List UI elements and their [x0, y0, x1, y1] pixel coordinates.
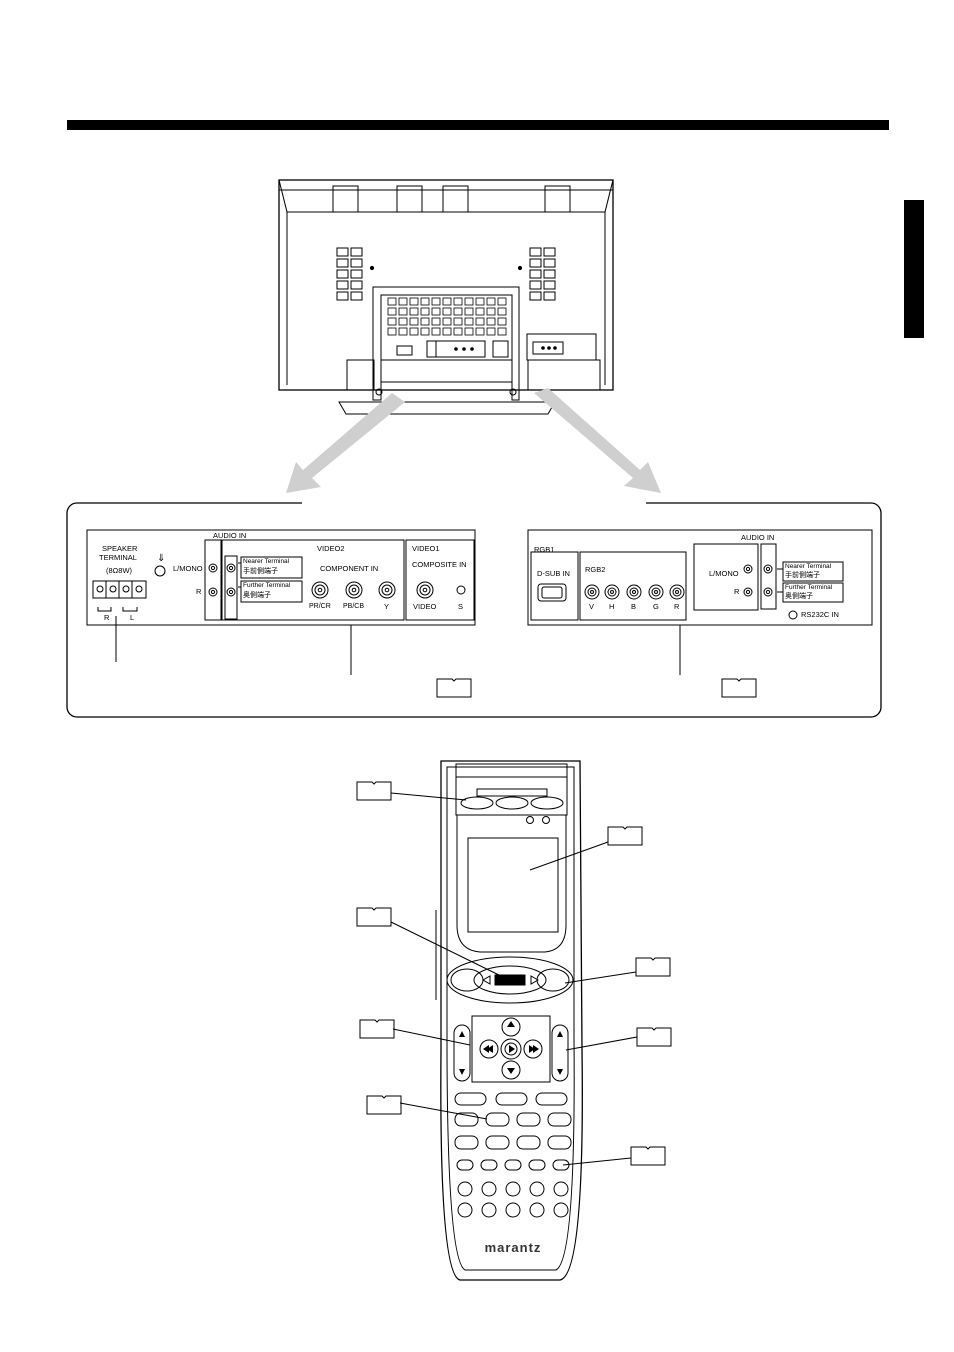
nearer-terminal-en-right: Nearer Terminal [785, 563, 832, 570]
nearer-terminal-jp: 手前側端子 [243, 568, 278, 575]
lmono-label: L/MONO [173, 564, 203, 573]
rs232c-in-label: RS232C IN [801, 610, 839, 619]
b-label: B [631, 602, 637, 611]
lmono-label-right: L/MONO [709, 569, 739, 578]
remote-illustration: marantz [356, 760, 672, 1281]
rgb1-label: RGB1 [534, 545, 555, 554]
nearer-terminal-en: Nearer Terminal [243, 558, 290, 565]
s-label: S [458, 602, 464, 611]
speaker-ohm: (8Ω8W) [106, 566, 133, 575]
down-arrow-icon: ⇓ [157, 553, 166, 564]
further-terminal-en: Further Terminal [243, 582, 291, 589]
further-terminal-jp-right: 奥側端子 [785, 593, 813, 600]
r-label-right: R [734, 587, 740, 596]
further-terminal-jp: 奥側端子 [243, 592, 271, 599]
component-in-label: COMPONENT IN [320, 564, 379, 573]
video2-label: VIDEO2 [317, 544, 345, 553]
pr-label: PR/CR [309, 603, 331, 610]
remote-brand-logo: marantz [485, 1240, 542, 1255]
rgb2-label: RGB2 [585, 565, 606, 574]
dsub-in-label: D-SUB IN [537, 569, 570, 578]
speaker-r-label: R [104, 613, 110, 622]
composite-in-label: COMPOSITE IN [412, 560, 467, 569]
audio-in-label-right: AUDIO IN [741, 533, 775, 542]
h-label: H [609, 602, 615, 611]
speaker-label-1: SPEAKER [102, 544, 138, 553]
nearer-terminal-jp-right: 手前側端子 [785, 572, 820, 579]
y-label: Y [384, 602, 390, 611]
r-label-rgb: R [674, 602, 680, 611]
v-label: V [589, 602, 595, 611]
r-label: R [196, 587, 202, 596]
section-tab [904, 200, 924, 338]
speaker-label-2: TERMINAL [99, 553, 137, 562]
header-rule [67, 120, 889, 130]
speaker-l-label: L [130, 613, 135, 622]
tv-rear-illustration [66, 179, 882, 718]
pb-label: PB/CB [343, 603, 365, 610]
g-label: G [653, 602, 659, 611]
video-label: VIDEO [413, 602, 437, 611]
audio-in-label: AUDIO IN [213, 531, 247, 540]
video1-label: VIDEO1 [412, 544, 440, 553]
further-terminal-en-right: Further Terminal [785, 584, 833, 591]
